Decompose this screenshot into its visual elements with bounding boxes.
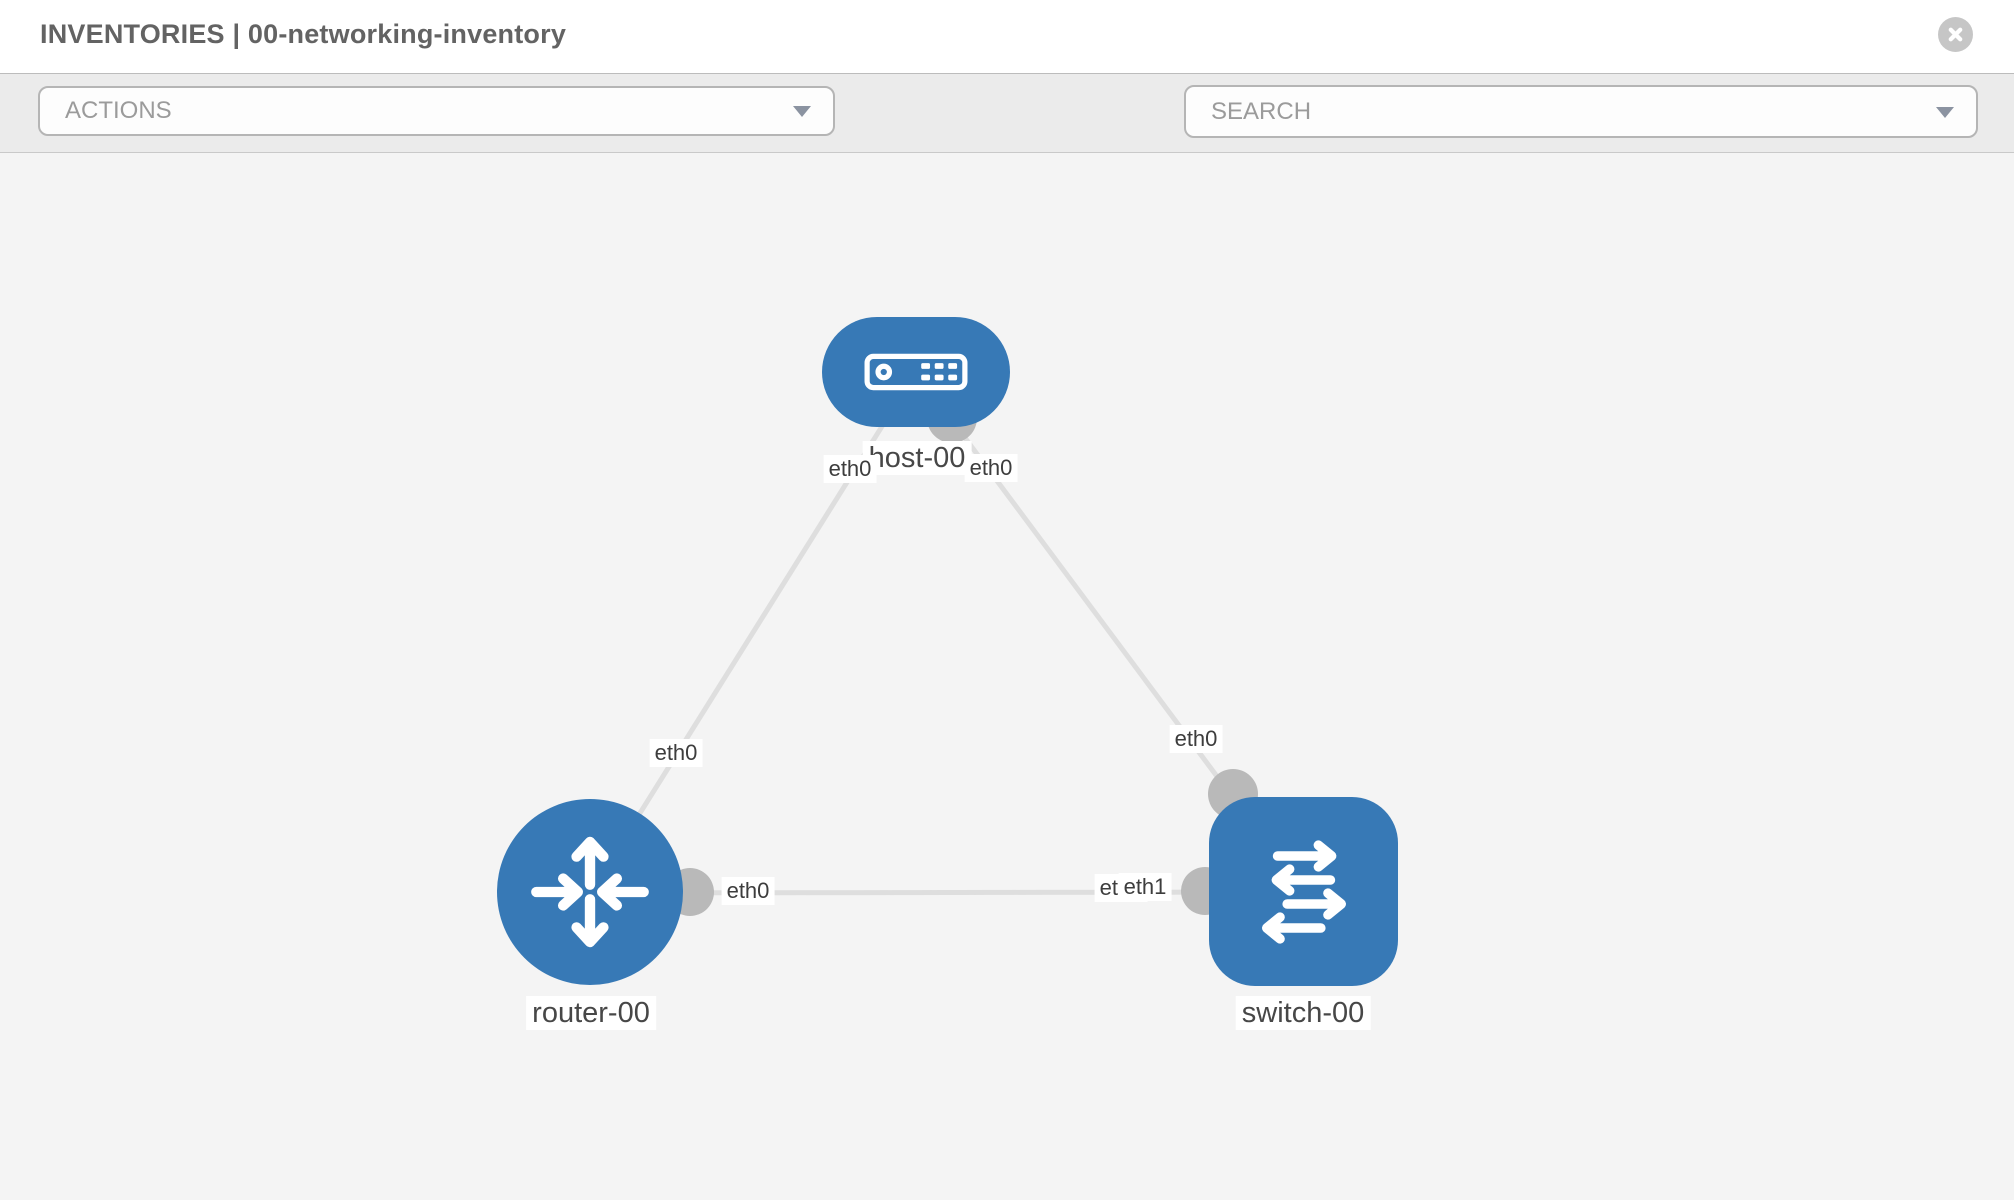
toolbar: ACTIONS SEARCH (0, 73, 2014, 208)
topology-edges (587, 370, 1306, 916)
close-button[interactable] (1938, 17, 1973, 52)
topology-canvas[interactable]: host-00 router-00 switch-00 eth0 eth0 et… (0, 153, 2014, 1200)
switch-arrows-icon (1261, 839, 1346, 944)
node-host-00[interactable] (822, 317, 1010, 427)
iface-label-switch-to-host: eth0 (1169, 725, 1223, 753)
page-title: INVENTORIES | 00-networking-inventory (40, 19, 567, 49)
chevron-down-icon (793, 106, 811, 117)
node-router-00[interactable] (497, 799, 683, 985)
server-icon (864, 353, 968, 391)
node-switch-00[interactable] (1209, 797, 1398, 986)
iface-label-host-to-switch: eth0 (964, 454, 1018, 482)
node-label-switch: switch-00 (1235, 996, 1371, 1030)
search-placeholder: SEARCH (1211, 97, 1312, 125)
node-label-host: host-00 (862, 441, 972, 475)
router-arrows-icon (531, 836, 649, 948)
chevron-down-icon (1936, 106, 1954, 118)
search-dropdown[interactable]: SEARCH (1184, 85, 1978, 138)
actions-dropdown[interactable]: ACTIONS (38, 86, 835, 136)
iface-label-router-to-host: eth0 (649, 739, 703, 767)
iface-label-host-to-router: eth0 (823, 455, 877, 483)
iface-label-switch-to-router: eth1 (1118, 873, 1172, 901)
iface-label-router-to-switch: eth0 (721, 877, 775, 905)
actions-dropdown-label: ACTIONS (65, 97, 172, 124)
header: INVENTORIES | 00-networking-inventory (0, 0, 2014, 73)
node-label-router: router-00 (526, 996, 656, 1030)
close-icon (1948, 27, 1963, 42)
